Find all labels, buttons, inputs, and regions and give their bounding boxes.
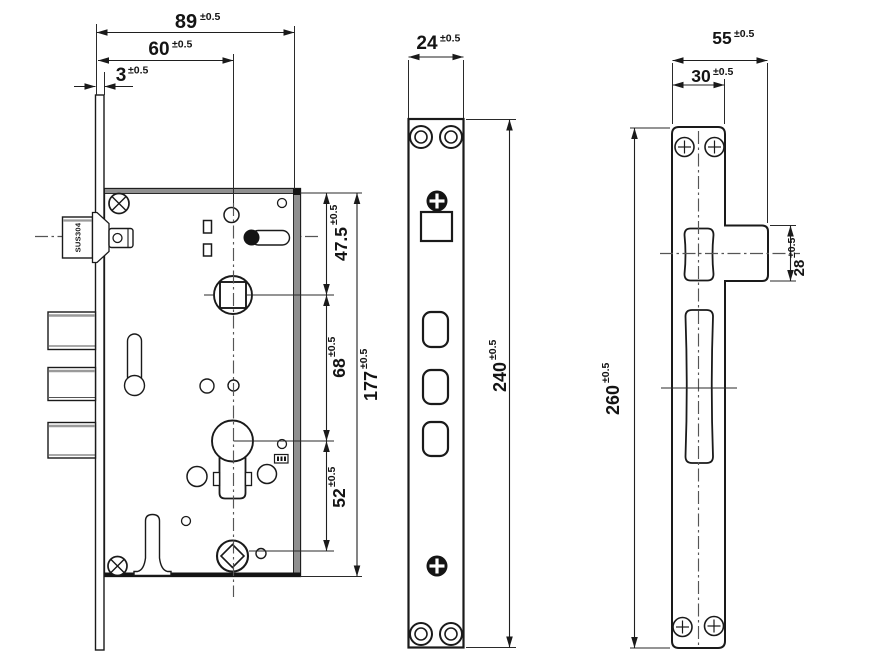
dimension-28: 28 ±0.5 [786,225,808,281]
dim-47-5-value: 47.5 [331,227,351,261]
dimension-89: 89 ±0.5 [96,11,295,36]
faceplate-screw-bottom [426,555,448,577]
lever-post [133,513,172,577]
latch-opening-front [419,210,454,243]
dim-260-value: 260 [603,385,623,415]
dimension-177: 177 ±0.5 [353,193,381,577]
terminal-icon [273,453,289,464]
latch-wedge [91,211,110,264]
dim-30-tol: ±0.5 [713,66,734,78]
spring-slot-pin [243,229,260,246]
dim-52-value: 52 [329,488,349,508]
dim-28-tol: ±0.5 [786,237,798,258]
dim-47-5-tol: ±0.5 [328,204,340,225]
hole-cylinder-right [256,463,278,485]
deadbolt-3 [47,421,97,459]
dimension-240: 240 ±0.5 [487,119,513,648]
hole-small-right [276,438,288,450]
dim-24-value: 24 [416,33,438,54]
corner-dot [293,188,301,195]
dim-260-tol: ±0.5 [600,362,612,383]
cylinder-nub-left [212,471,221,487]
bolt-hole-2 [421,368,450,406]
case-top-shade [104,188,301,194]
faceplate-edge [94,94,105,651]
dimension-3: 3 ±0.5 [74,65,149,90]
hole-bottom-right [255,547,267,560]
dim-68-tol: ±0.5 [326,336,338,357]
faceplate-hole-bottom-right [439,622,463,646]
case-interior-details [123,197,291,577]
faceplate-hole-top-right [439,125,463,149]
faceplate-screw-top [426,190,448,212]
bolt-hole-3 [421,420,450,458]
material-stamp: SUS304 [74,222,83,252]
dim-3-tol: ±0.5 [128,65,149,77]
deadbolt-2 [47,366,97,402]
hole-lower-left [180,515,192,527]
dim-68-value: 68 [329,358,349,378]
hole-top-center [223,206,240,224]
dimension-60: 60 ±0.5 [98,39,234,64]
strike-screw-bottom-right [703,615,725,637]
hole-cylinder-left [186,465,208,488]
hole-top-right [276,197,288,209]
dim-55-value: 55 [712,28,732,48]
dim-177-value: 177 [361,371,381,401]
stop-block-lower [202,243,213,257]
latch-bolt-assembly: SUS304 [61,211,134,264]
dimension-52: 52 ±0.5 [323,441,349,551]
hole-mid-left [199,378,215,394]
guide-ball [123,374,146,397]
dim-60-tol: ±0.5 [172,39,193,51]
bolt-hole-1 [421,310,450,349]
dim-30-value: 30 [691,66,711,86]
strike-screw-top-left [674,136,695,158]
material-label: SUS304 [74,222,83,252]
dim-28-value: 28 [791,260,808,277]
stop-block-upper [202,219,213,234]
dim-240-tol: ±0.5 [487,339,499,360]
deadbolt-blocks [47,311,97,459]
dim-240-value: 240 [490,362,510,392]
dimension-30: 30 ±0.5 [672,66,734,89]
dim-3-value: 3 [116,65,127,86]
euro-cylinder-cutout [211,419,254,500]
bottom-fixing [215,539,250,573]
deadbolt-1 [47,311,97,351]
middle-view-faceplate [407,117,465,649]
dimension-24: 24 ±0.5 [408,33,464,61]
strike-screw-bottom-left [672,616,693,638]
case-screw-top [108,192,130,215]
faceplate-hole-top-left [409,125,433,149]
dim-52-tol: ±0.5 [326,466,338,487]
strike-bolt-opening [684,309,714,464]
dim-89-value: 89 [175,11,197,33]
dim-24-tol: ±0.5 [440,33,461,45]
dim-89-tol: ±0.5 [200,11,221,23]
dim-55-tol: ±0.5 [734,28,755,40]
latch-bolt-head [61,216,94,259]
dim-177-tol: ±0.5 [358,348,370,369]
strike-screw-top-right [704,136,725,158]
right-view-strike-plate [660,126,800,649]
cylinder-nub-right [244,471,253,487]
dim-60-value: 60 [148,39,169,60]
dimension-55: 55 ±0.5 [672,28,768,64]
case-right-shade [293,188,301,577]
dimension-47-5: 47.5 ±0.5 [323,193,351,295]
case-screw-bottom [107,555,128,577]
dimension-260: 260 ±0.5 [600,128,638,648]
left-view-lock-case: SUS304 [35,94,320,651]
dimensions: 89 ±0.5 60 ±0.5 3 ±0.5 47.5 ±0.5 68 [74,11,808,649]
faceplate-hole-bottom-left [409,622,433,646]
dimension-68: 68 ±0.5 [323,295,349,441]
case-bottom-edge [104,572,301,577]
latch-pin-hole [112,232,123,244]
